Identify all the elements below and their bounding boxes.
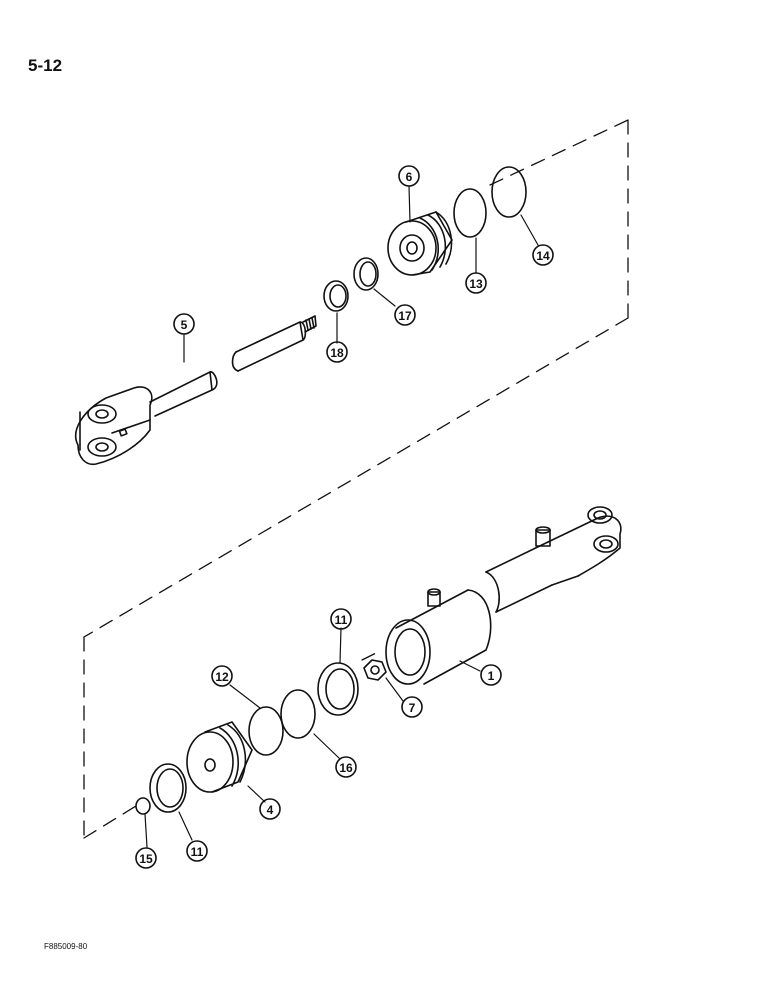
svg-text:16: 16 (339, 761, 353, 775)
callout-16: 16 (335, 756, 357, 778)
figure-code: F885009-80 (44, 942, 88, 951)
svg-text:13: 13 (469, 277, 483, 291)
callout-15: 15 (135, 847, 157, 869)
svg-text:6: 6 (406, 170, 413, 184)
svg-text:1: 1 (488, 669, 495, 683)
piston (387, 211, 453, 276)
callout-5: 5 (173, 313, 195, 335)
page-number: 5-12 (28, 56, 63, 75)
callout-4: 4 (259, 798, 281, 820)
svg-text:11: 11 (191, 845, 204, 859)
callout-1: 1 (480, 664, 502, 686)
cylinder-head (186, 721, 253, 793)
assembly-guide-lines (83, 119, 629, 839)
backup-ring-head (248, 706, 284, 756)
svg-text:5: 5 (181, 318, 188, 332)
svg-text:17: 17 (398, 309, 412, 323)
callout-13: 13 (465, 272, 487, 294)
callout-11-lower: 11 (186, 840, 208, 862)
svg-text:7: 7 (409, 701, 416, 715)
wear-ring-lower (149, 763, 187, 813)
svg-text:15: 15 (139, 852, 153, 866)
piston-rod (74, 315, 317, 466)
cylinder-barrel (385, 506, 622, 685)
svg-text:14: 14 (536, 249, 550, 263)
callout-6: 6 (398, 165, 420, 187)
svg-text:11: 11 (335, 613, 348, 627)
svg-text:18: 18 (330, 346, 344, 360)
callout-17: 17 (394, 304, 416, 326)
callout-11-upper: 11 (330, 608, 352, 630)
svg-text:4: 4 (267, 803, 274, 817)
callout-14: 14 (532, 244, 554, 266)
o-ring (453, 188, 487, 238)
wear-ring-upper (317, 662, 359, 716)
backup-ring (491, 166, 527, 218)
nut (363, 659, 387, 681)
callout-12: 12 (211, 665, 233, 687)
small-o-ring (135, 797, 151, 815)
rod-seal (323, 280, 349, 312)
rod-wiper (353, 257, 379, 291)
callout-7: 7 (401, 696, 423, 718)
o-ring-head (280, 689, 316, 739)
callout-18: 18 (326, 341, 348, 363)
leader-lines (144, 185, 539, 848)
svg-text:12: 12 (215, 670, 229, 684)
